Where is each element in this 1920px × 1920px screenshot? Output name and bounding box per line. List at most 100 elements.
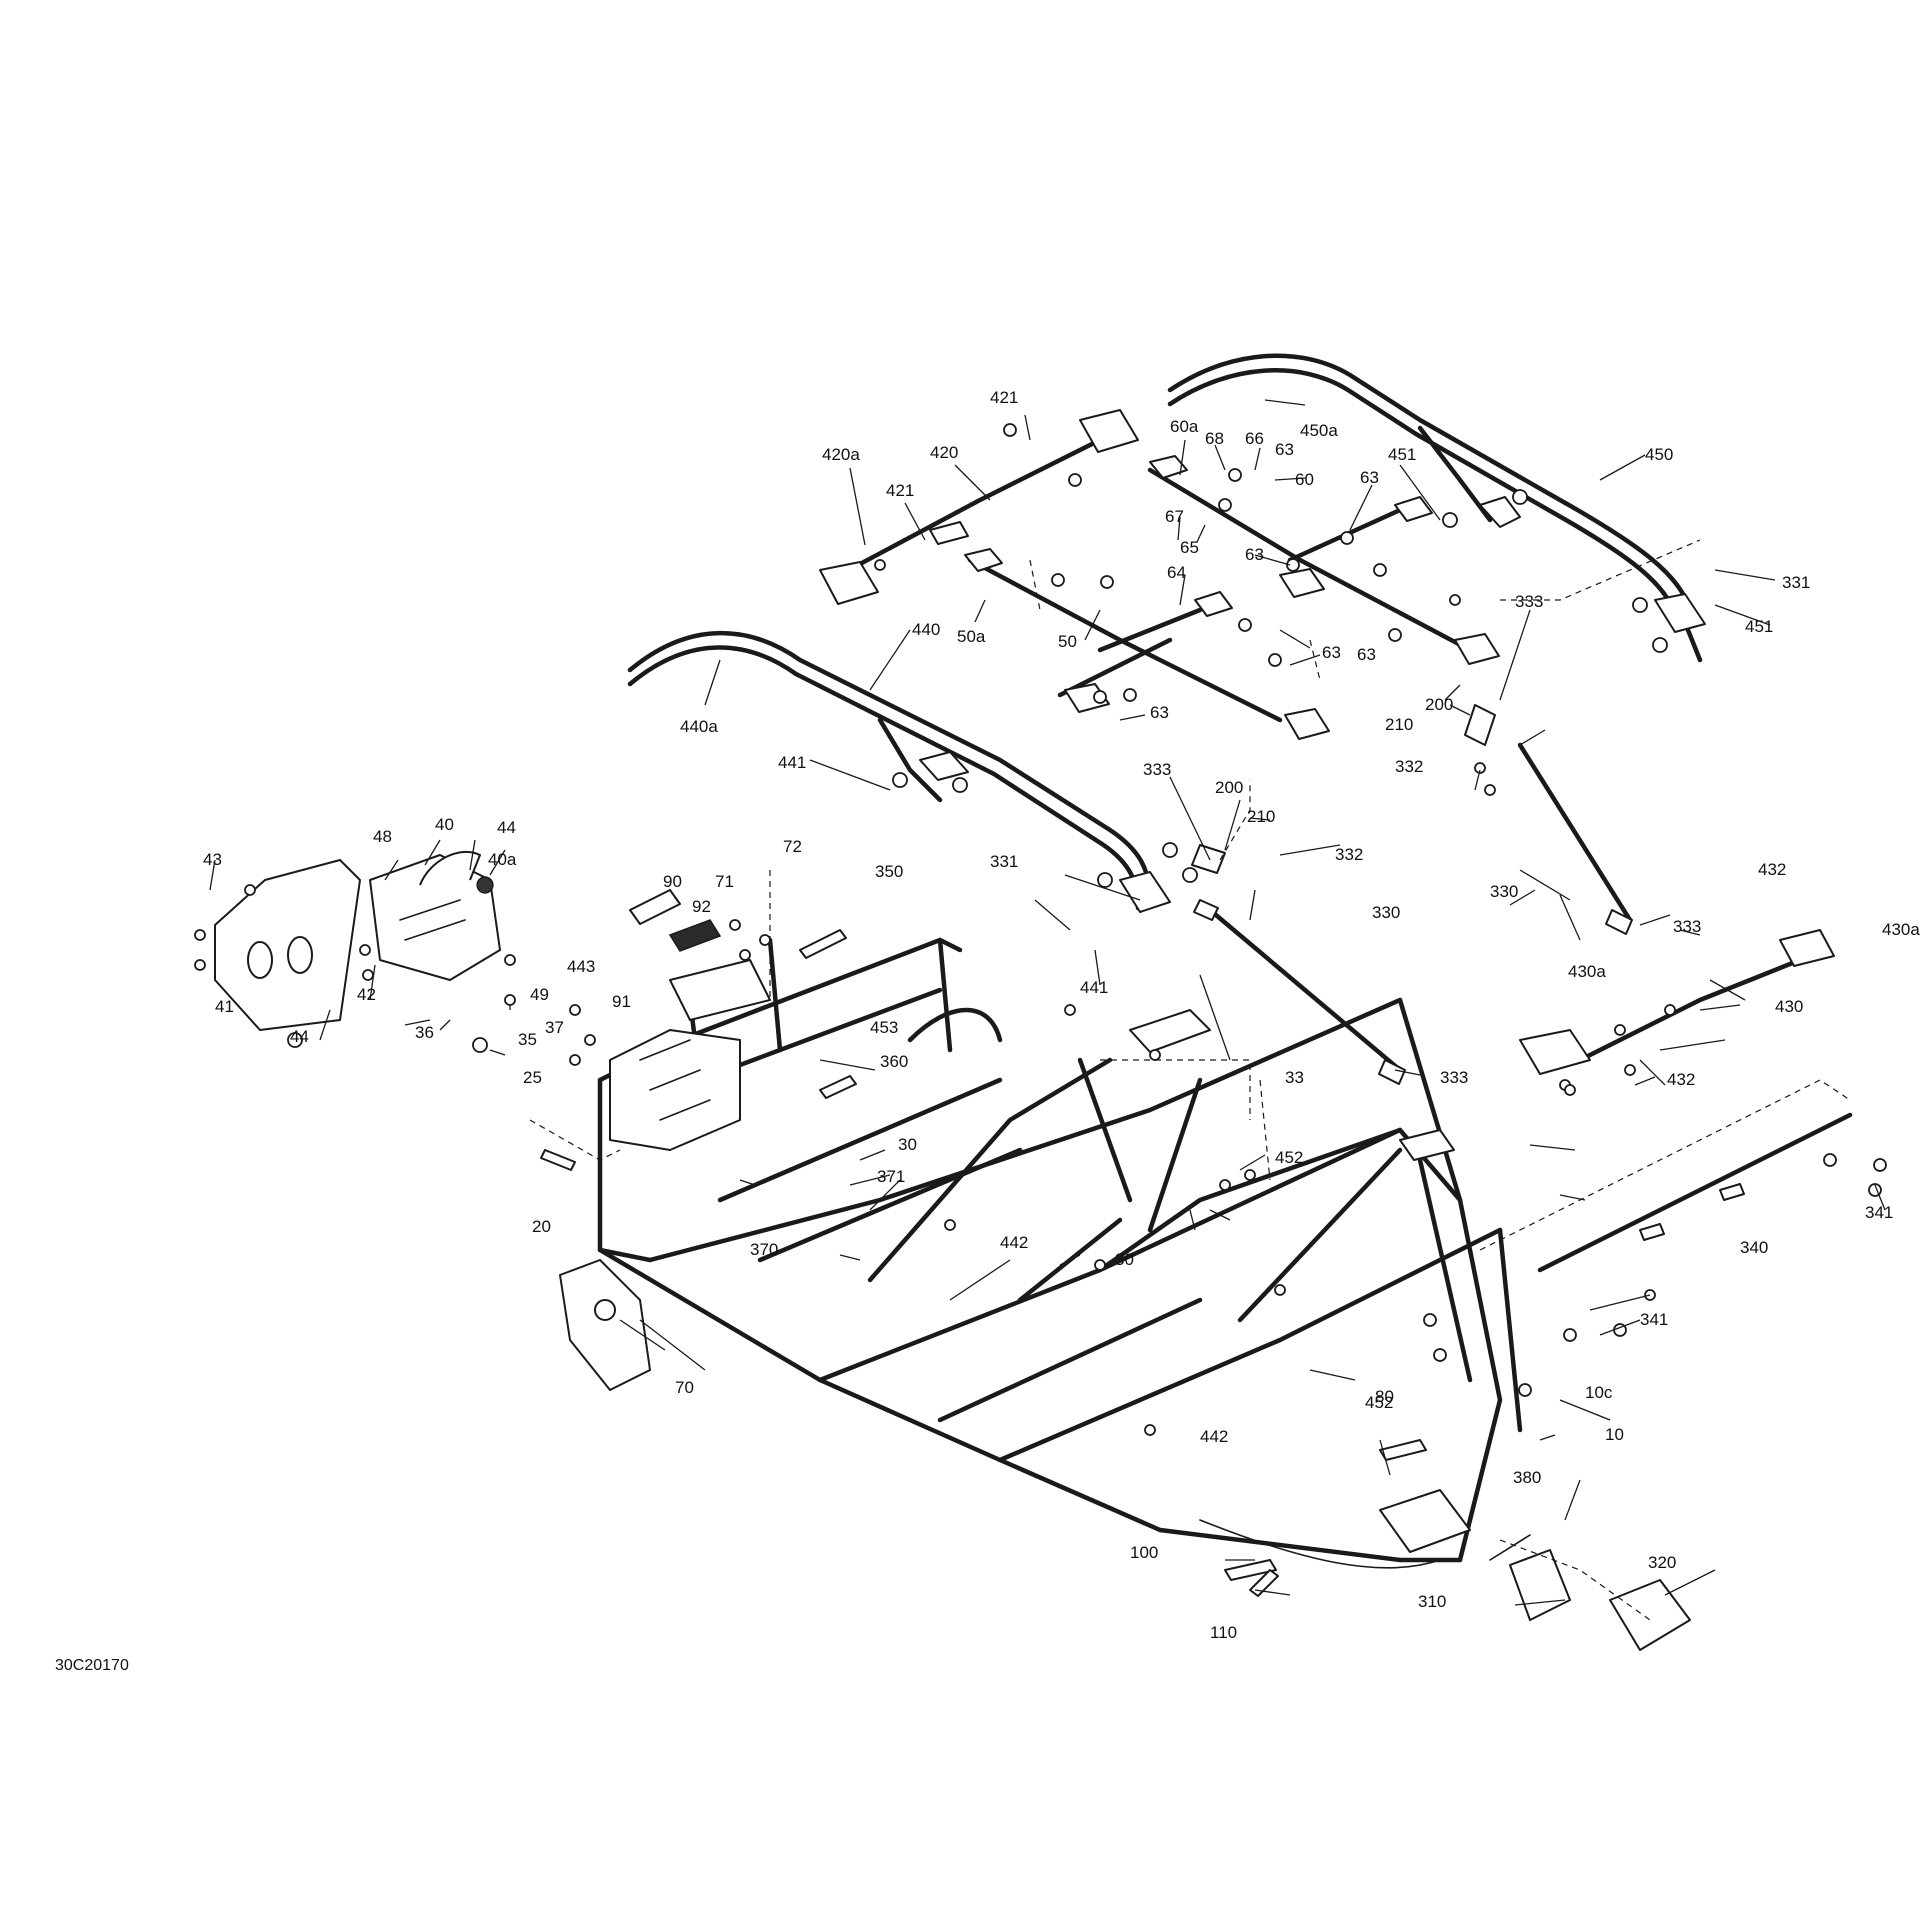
callout-65: 65 <box>1180 538 1199 557</box>
callout-440: 440 <box>912 620 940 639</box>
front-roll-bar-440 <box>627 630 1171 913</box>
callout-63: 63 <box>1360 468 1379 487</box>
callout-430a: 430a <box>1882 920 1920 939</box>
callout-63: 63 <box>1357 645 1376 664</box>
callout-332: 332 <box>1335 845 1363 864</box>
callout-10: 10 <box>1605 1425 1624 1444</box>
callout-35: 35 <box>518 1030 537 1049</box>
rear-roll-bar-450 <box>1167 353 1706 663</box>
callout-331: 331 <box>1782 573 1810 592</box>
callout-63: 63 <box>1245 545 1264 564</box>
callout-100: 100 <box>1130 1543 1158 1562</box>
callout-380: 380 <box>1513 1468 1541 1487</box>
callout-40a: 40a <box>488 850 517 869</box>
brace-tube-330-left <box>1193 899 1406 1085</box>
rear-bracket-310 <box>1509 1549 1571 1621</box>
callout-66: 66 <box>1245 429 1264 448</box>
callout-450a: 450a <box>1300 421 1338 440</box>
callout-320: 320 <box>1648 1553 1676 1572</box>
callout-442: 442 <box>1000 1233 1028 1252</box>
mount-70 <box>559 1259 651 1391</box>
callout-441: 441 <box>778 753 806 772</box>
callout-432: 432 <box>1758 860 1786 879</box>
callout-67: 67 <box>1165 507 1184 526</box>
callout-442: 442 <box>1200 1427 1228 1446</box>
callout-labels: 421 420a 420 421 60a 68 66 63 450a 60 63… <box>55 388 1920 1674</box>
clamp-200-upper <box>1464 704 1496 746</box>
callout-20: 20 <box>532 1217 551 1236</box>
callout-432: 432 <box>1667 1070 1695 1089</box>
callout-333: 333 <box>1515 592 1543 611</box>
callout-440a: 440a <box>680 717 718 736</box>
callout-68: 68 <box>1205 429 1224 448</box>
mount-bracket-40 <box>369 850 501 981</box>
brace-tube-330-right <box>1517 742 1633 935</box>
callout-33: 33 <box>1285 1068 1304 1087</box>
callout-80: 80 <box>1375 1387 1394 1406</box>
callout-453: 453 <box>870 1018 898 1037</box>
callout-48: 48 <box>373 827 392 846</box>
callout-37: 37 <box>545 1018 564 1037</box>
link-350 <box>799 929 847 959</box>
callout-350: 350 <box>875 862 903 881</box>
callout-90: 90 <box>663 872 682 891</box>
callout-50: 50 <box>1058 632 1077 651</box>
clamp-200-lower <box>1191 844 1226 874</box>
rear-roof-bar-430 <box>1519 929 1835 1075</box>
callout-63: 63 <box>1150 703 1169 722</box>
callout-451: 451 <box>1745 617 1773 636</box>
callout-421: 421 <box>886 481 914 500</box>
callout-360: 360 <box>880 1052 908 1071</box>
callout-10c: 10c <box>1585 1383 1613 1402</box>
callout-30: 30 <box>898 1135 917 1154</box>
callout-333: 333 <box>1143 760 1171 779</box>
callout-50a: 50a <box>957 627 986 646</box>
callout-44: 44 <box>290 1027 309 1046</box>
callout-443: 443 <box>567 957 595 976</box>
callout-331: 331 <box>990 852 1018 871</box>
callout-330: 330 <box>1490 882 1518 901</box>
callout-91: 91 <box>612 992 631 1011</box>
callout-330: 330 <box>1372 903 1400 922</box>
bracket-100-110 <box>1224 1559 1279 1597</box>
callout-44: 44 <box>497 818 516 837</box>
callout-72: 72 <box>783 837 802 856</box>
callout-451: 451 <box>1388 445 1416 464</box>
callout-452: 452 <box>1275 1148 1303 1167</box>
callout-452: 452 <box>1365 1393 1393 1412</box>
clamp-20 <box>540 1149 576 1171</box>
callout-42: 42 <box>357 985 376 1004</box>
callout-49: 49 <box>530 985 549 1004</box>
callout-430a: 430a <box>1568 962 1606 981</box>
callout-333: 333 <box>1440 1068 1468 1087</box>
callout-92: 92 <box>692 897 711 916</box>
callout-40: 40 <box>435 815 454 834</box>
front-roof-bar-420 <box>819 409 1139 605</box>
callout-210: 210 <box>1385 715 1413 734</box>
callout-60: 60 <box>1295 470 1314 489</box>
callout-450: 450 <box>1645 445 1673 464</box>
callout-341: 341 <box>1865 1203 1893 1222</box>
callout-25: 25 <box>523 1068 542 1087</box>
callout-441: 441 <box>1080 978 1108 997</box>
callout-340: 340 <box>1740 1238 1768 1257</box>
callout-71: 71 <box>715 872 734 891</box>
callout-371: 371 <box>877 1167 905 1186</box>
steering-support-91 <box>609 959 771 1151</box>
callout-70: 70 <box>675 1378 694 1397</box>
callout-430: 430 <box>1775 997 1803 1016</box>
callout-110: 110 <box>1210 1623 1237 1642</box>
callout-64: 64 <box>1167 563 1186 582</box>
side-tube-340 <box>1537 1112 1853 1273</box>
callout-420: 420 <box>930 443 958 462</box>
link-360 <box>819 1075 857 1099</box>
callout-43: 43 <box>203 850 222 869</box>
bracket-92 <box>668 919 722 952</box>
callout-420a: 420a <box>822 445 860 464</box>
callout-63: 63 <box>1322 643 1341 662</box>
rear-plate-380 <box>1489 1534 1531 1561</box>
drawing-number: 30C20170 <box>55 1657 129 1674</box>
rear-hitch-320 <box>1609 1579 1691 1651</box>
callout-41: 41 <box>215 997 234 1016</box>
